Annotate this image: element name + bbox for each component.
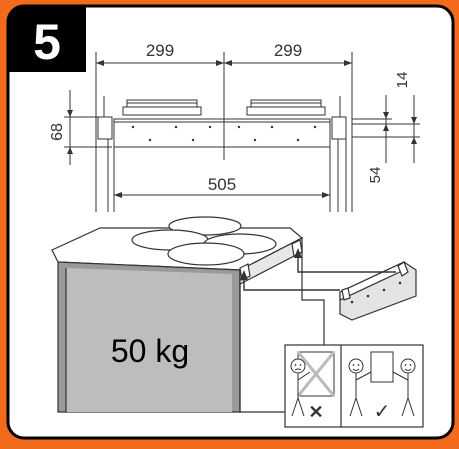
- wrong-mark: ✕: [308, 402, 323, 422]
- unit-perspective-drawing: [51, 216, 325, 413]
- step-badge: 5: [8, 6, 86, 72]
- correct-mark: ✓: [374, 401, 391, 423]
- dimension-label-68: 68: [49, 123, 66, 141]
- duct-collar-right: [246, 99, 326, 116]
- duct-collar-left: [122, 99, 202, 116]
- rail-holes: [131, 125, 317, 142]
- mounting-arrows: [240, 248, 396, 291]
- dimension-label-left-299: 299: [146, 41, 174, 60]
- dimension-label-14: 14: [394, 72, 411, 89]
- dimension-label-right-299: 299: [274, 41, 302, 60]
- single-person-lift-icon: [290, 351, 336, 417]
- unit-rail: [113, 118, 331, 148]
- two-person-lift-icon: [348, 351, 416, 417]
- step-number: 5: [33, 14, 61, 70]
- lifting-advice-box: ✕ ✓: [284, 344, 424, 428]
- top-view-drawing: [64, 52, 420, 212]
- dimension-label-54: 54: [367, 167, 384, 184]
- dimension-label-505: 505: [208, 175, 236, 194]
- weight-label: 50 kg: [111, 333, 189, 369]
